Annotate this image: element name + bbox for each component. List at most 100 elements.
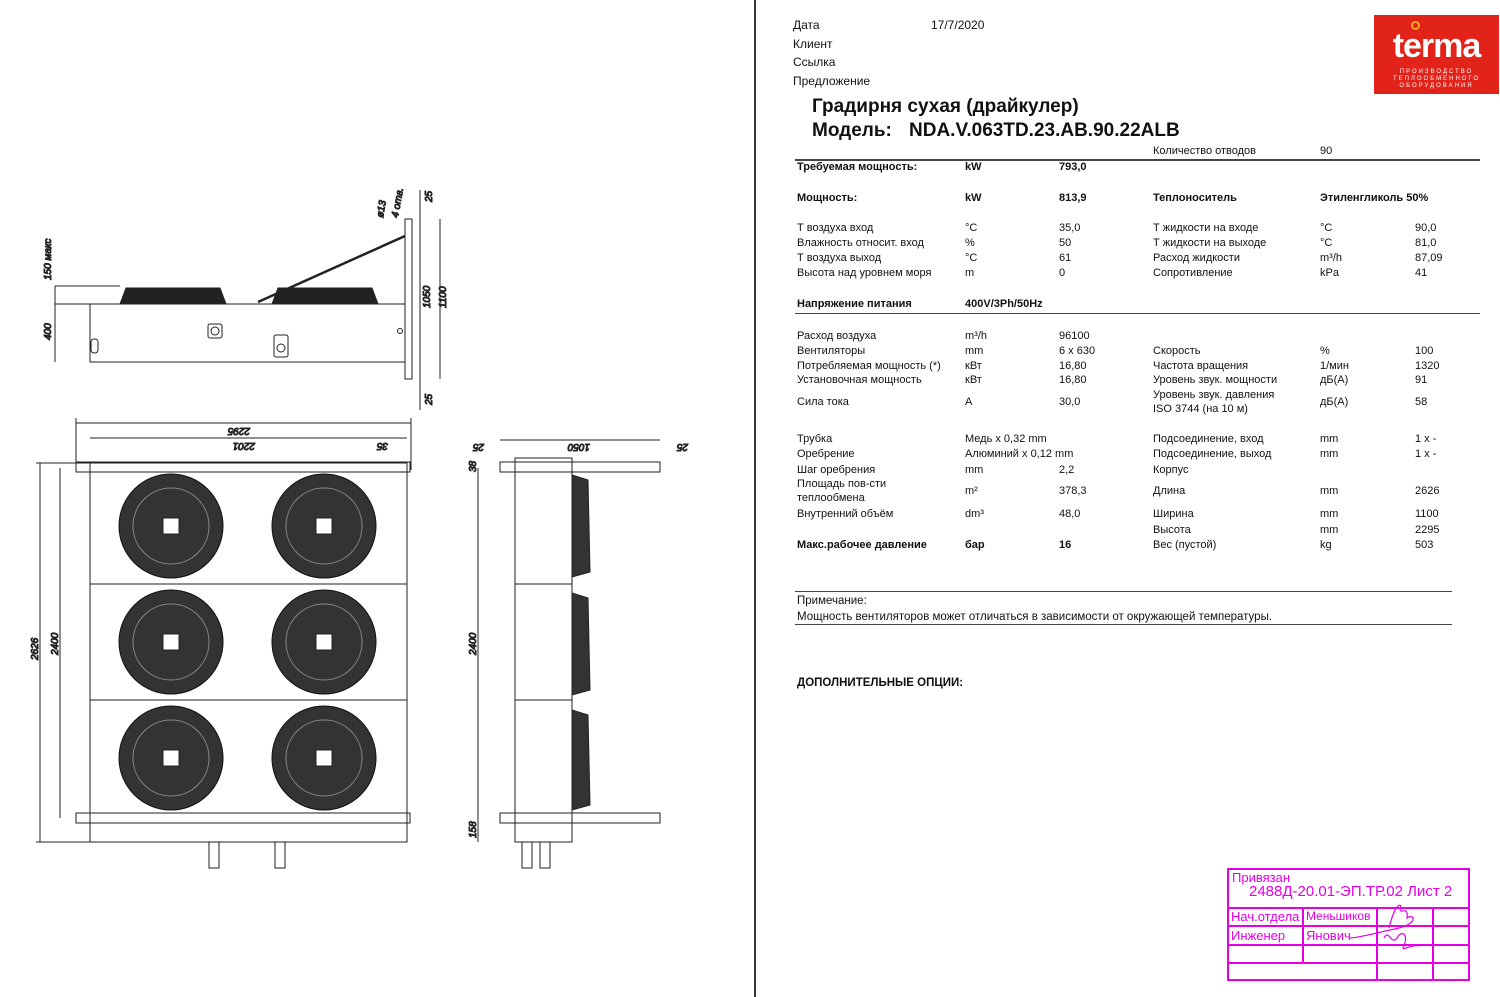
dim-25-right: 25 [676, 441, 689, 452]
spec-value: 50 [1059, 237, 1072, 249]
spec-unit: mm [1320, 485, 1339, 497]
spec-value: 1 x - [1415, 448, 1437, 460]
spec-value: 0 [1059, 267, 1066, 279]
dim-25-top: 25 [424, 190, 435, 203]
spec-value: 378,3 [1059, 485, 1087, 497]
spec-value: 90,0 [1415, 222, 1437, 234]
spec-label: Шаг оребрения [797, 464, 876, 476]
spec-value: 2295 [1415, 524, 1440, 536]
spec-unit: mm [1320, 524, 1339, 536]
dim-1050: 1050 [567, 441, 590, 452]
spec-label: Частота вращения [1153, 360, 1249, 372]
dim-25-bottom: 25 [424, 393, 435, 406]
spec-label: Т жидкости на входе [1153, 222, 1259, 234]
spec-value: 16,80 [1059, 360, 1087, 372]
spec-value: 41 [1415, 267, 1428, 279]
spec-unit: kPa [1320, 267, 1339, 279]
model-label: Модель: [812, 120, 892, 141]
spec-label: Мощность: [797, 192, 858, 204]
spec-value: 1100 [1415, 508, 1439, 520]
spec-label: Теплоноситель [1153, 192, 1237, 204]
table-top-rule [795, 159, 1480, 161]
spec-value: 91 [1415, 374, 1428, 386]
spec-label: Длина [1153, 485, 1186, 497]
spec-label: Подсоединение, выход [1153, 448, 1272, 460]
spec-value: 16,80 [1059, 374, 1087, 386]
spec-unit: m³/h [965, 330, 987, 342]
note-text: Мощность вентиляторов может отличаться в… [797, 611, 1273, 623]
options-title: ДОПОЛНИТЕЛЬНЫЕ ОПЦИИ: [797, 677, 964, 689]
dim-4-holes: 4 отв. [390, 187, 406, 219]
spec-unit: % [965, 237, 975, 249]
offer-label: Предложение [793, 74, 871, 88]
date-label: Дата [793, 18, 820, 32]
dim-2626: 2626 [30, 637, 41, 661]
spec-label: Сила тока [797, 396, 849, 408]
spec-value: 793,0 [1059, 161, 1087, 173]
spec-label: Площадь пов-сти теплообмена [797, 478, 887, 504]
logo-dot-icon [1411, 21, 1420, 30]
spec-label: Макс.рабочее давление [797, 539, 927, 551]
spec-label: Внутренний объём [797, 508, 894, 520]
dim-13: ø13 [375, 199, 389, 218]
spec-unit: % [1320, 345, 1330, 357]
spec-label: Уровень звук. мощности [1153, 374, 1278, 386]
note-label: Примечание: [797, 595, 867, 607]
spec-label: Скорость [1153, 345, 1201, 357]
stamp-name-2: Янович [1306, 928, 1351, 943]
spec-value: 100 [1415, 345, 1434, 357]
spec-unit: mm [1320, 508, 1339, 520]
spec-value: 2,2 [1059, 464, 1075, 476]
spec-value: 2626 [1415, 485, 1440, 497]
technical-drawing: 150 макс 400 ø13 4 отв. 25 1050 1100 25 … [30, 186, 690, 869]
spec-unit: дБ(А) [1320, 396, 1349, 408]
dim-2201: 2201 [233, 440, 256, 451]
spec-label: Количество отводов [1153, 145, 1257, 157]
page-divider [754, 0, 756, 997]
stamp-linked: Привязан [1232, 870, 1291, 885]
note-bottom-rule [795, 624, 1452, 625]
spec-unit: 90 [1320, 145, 1333, 157]
spec-label: Установочная мощность [797, 374, 922, 386]
spec-unit: дБ(А) [1320, 374, 1349, 386]
spec-label: Оребрение [797, 448, 855, 460]
spec-unit: m [965, 267, 975, 279]
spec-value: 503 [1415, 539, 1434, 551]
stamp-role-1: Нач.отдела [1231, 909, 1300, 924]
spec-unit: кВт [965, 360, 982, 372]
spec-label: Расход жидкости [1153, 252, 1240, 264]
spec-value: 1 x - [1415, 433, 1437, 445]
stamp-name-1: Меньшиков [1306, 909, 1371, 923]
dim-2400: 2400 [50, 632, 61, 656]
spec-value: 1320 [1415, 360, 1440, 372]
spec-unit: °C [1320, 237, 1333, 249]
product-title: Градирня сухая (драйкулер) [812, 96, 1079, 117]
signature [1348, 904, 1420, 950]
spec-unit: kW [965, 161, 982, 173]
spec-value: 61 [1059, 252, 1072, 264]
spec-value: 35,0 [1059, 222, 1081, 234]
client-label: Клиент [793, 37, 833, 51]
spec-value: 30,0 [1059, 396, 1081, 408]
spec-unit: 1/мин [1320, 360, 1349, 372]
spec-value: 96100 [1059, 330, 1090, 342]
spec-unit: кВт [965, 374, 982, 386]
dim-1050-v: 1050 [422, 285, 433, 308]
spec-unit: °C [965, 222, 978, 234]
spec-unit: Этиленгликоль 50% [1320, 192, 1429, 204]
dim-35: 35 [376, 440, 388, 451]
spec-label: Требуемая мощность: [797, 161, 918, 173]
dim-1100: 1100 [438, 286, 449, 308]
spec-value: 16 [1059, 539, 1072, 551]
dim-158: 158 [468, 821, 479, 838]
spec-value: 48,0 [1059, 508, 1081, 520]
approval-stamp: Привязан 2488Д-20.01-ЭП.ТР.02 Лист 2 Нач… [1227, 868, 1470, 981]
spec-label: Подсоединение, вход [1153, 433, 1264, 445]
dim-38: 38 [468, 460, 479, 472]
dim-2295: 2295 [227, 425, 251, 436]
spec-unit: kg [1320, 539, 1332, 551]
logo-word: terma [1392, 27, 1482, 65]
spec-unit: Алюминий x 0,12 mm [965, 448, 1074, 460]
spec-label: Уровень звук. давления ISO 3744 (на 10 м… [1153, 389, 1275, 415]
spec-unit: 400V/3Ph/50Hz [965, 298, 1043, 310]
